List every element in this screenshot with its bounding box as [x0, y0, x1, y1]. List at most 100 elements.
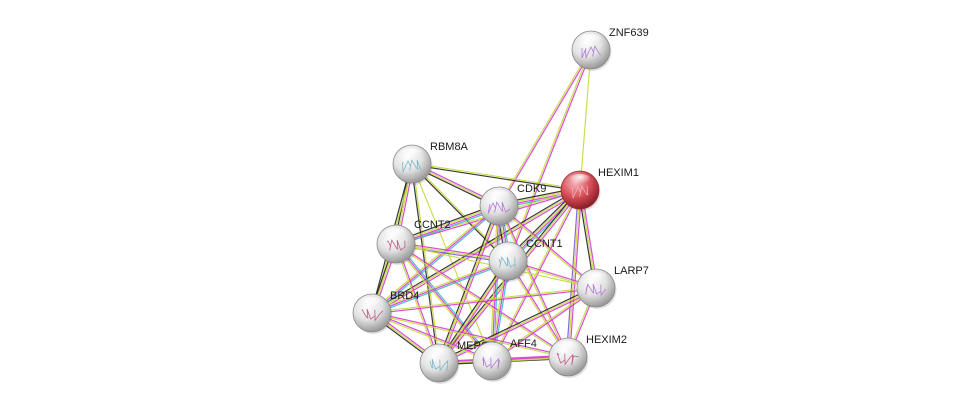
- protein-structure-icon: [556, 352, 579, 366]
- edge-CDK9-MEPCE[interactable]: [436, 205, 502, 364]
- node-highlight: [568, 174, 592, 188]
- edge-BRD4-AFF4[interactable]: [371, 311, 493, 363]
- edge-line-coexpression: [411, 164, 508, 262]
- edge-line-experiments: [499, 204, 597, 288]
- edge-line-textmining: [497, 206, 568, 358]
- node-znf639[interactable]: ZNF639: [571, 27, 649, 71]
- node-highlight: [487, 190, 511, 204]
- edge-ZNF639-HEXIM1[interactable]: [579, 49, 592, 191]
- node-ccnt1[interactable]: CCNT1: [488, 238, 563, 282]
- edge-LARP7-AFF4[interactable]: [491, 286, 597, 363]
- node-highlight: [579, 34, 603, 48]
- edge-line-textmining: [371, 286, 596, 313]
- edge-line-textmining: [371, 258, 508, 313]
- edge-line-experiments: [499, 205, 570, 357]
- edge-line-textmining: [498, 206, 596, 290]
- node-label-aff4: AFF4: [510, 338, 537, 350]
- edge-line-databases: [396, 242, 494, 361]
- edge-line-experiments: [371, 205, 500, 314]
- edge-line-experiments: [439, 261, 510, 365]
- node-label-larp7: LARP7: [614, 265, 649, 277]
- edge-CDK9-HEXIM2[interactable]: [497, 205, 570, 358]
- edge-line-coexpression: [370, 188, 580, 313]
- edge-line-experiments: [372, 288, 597, 315]
- node-cdk9[interactable]: CDK9: [479, 183, 546, 227]
- edge-line-textmining: [371, 313, 568, 359]
- node-label-rbm8a: RBM8A: [430, 141, 469, 153]
- node-label-znf639: ZNF639: [609, 27, 649, 39]
- edge-CDK9-LARP7[interactable]: [498, 204, 597, 290]
- edge-LARP7-BRD4[interactable]: [371, 286, 597, 315]
- edge-line-textmining: [491, 286, 596, 361]
- edge-line-experiments: [492, 288, 597, 363]
- edge-line-experiments: [439, 206, 502, 364]
- edge-line-coexpression: [411, 164, 580, 192]
- edge-RBM8A-AFF4[interactable]: [411, 163, 493, 362]
- node-larp7[interactable]: LARP7: [576, 265, 649, 309]
- edge-line-textmining: [371, 189, 581, 314]
- edge-line-textmining: [438, 205, 500, 364]
- edge-line-textmining: [394, 244, 492, 363]
- edge-line-textmining: [489, 205, 499, 361]
- edge-HEXIM1-HEXIM2[interactable]: [565, 189, 583, 358]
- node-highlight: [384, 228, 408, 242]
- node-brd4[interactable]: BRD4: [352, 290, 419, 334]
- edge-line-experiments: [492, 190, 582, 362]
- node-highlight: [496, 245, 520, 259]
- node-highlight: [427, 347, 451, 361]
- edge-line-experiments: [371, 260, 509, 314]
- edge-line-coexpression: [436, 205, 499, 363]
- edge-line-textmining: [579, 49, 592, 191]
- edge-RBM8A-CCNT1[interactable]: [411, 163, 509, 262]
- edge-line-textmining: [567, 189, 581, 358]
- node-hexim2[interactable]: HEXIM2: [548, 334, 627, 378]
- edge-line-textmining: [438, 260, 509, 364]
- edge-line-experiments: [372, 311, 569, 357]
- edge-line-textmining: [412, 163, 509, 261]
- edge-CDK9-BRD4[interactable]: [370, 204, 501, 315]
- protein-structure-icon: [386, 239, 406, 251]
- protein-structure-icon: [570, 185, 589, 200]
- edge-line-databases: [372, 261, 509, 316]
- edge-RBM8A-HEXIM1[interactable]: [411, 162, 581, 192]
- edge-BRD4-HEXIM2[interactable]: [371, 311, 569, 359]
- edge-line-textmining: [412, 162, 581, 190]
- edge-line-homology: [565, 189, 580, 357]
- node-highlight: [556, 341, 580, 355]
- edge-line-experiments: [395, 243, 493, 362]
- edge-line-experiments: [396, 243, 441, 363]
- edge-line-experiments: [372, 311, 493, 361]
- node-label-hexim2: HEXIM2: [586, 334, 627, 346]
- edge-CCNT2-MEPCE[interactable]: [394, 243, 441, 364]
- edge-line-textmining: [497, 49, 591, 206]
- node-rbm8a[interactable]: RBM8A: [392, 141, 469, 185]
- node-highlight: [400, 148, 424, 162]
- edge-line-experiments: [372, 190, 582, 315]
- edge-line-databases: [372, 206, 501, 315]
- protein-structure-icon: [429, 358, 449, 372]
- edge-CCNT1-BRD4[interactable]: [371, 258, 509, 316]
- edge-CCNT2-AFF4[interactable]: [394, 242, 494, 363]
- edge-line-textmining: [370, 204, 499, 313]
- edge-line-textmining: [411, 163, 493, 362]
- node-highlight: [480, 345, 504, 359]
- node-label-cdk9: CDK9: [517, 183, 546, 195]
- node-label-ccnt2: CCNT2: [414, 219, 451, 231]
- edge-line-textmining: [371, 313, 492, 363]
- node-label-hexim1: HEXIM1: [598, 167, 639, 179]
- node-aff4[interactable]: AFF4: [472, 338, 537, 382]
- node-ccnt2[interactable]: CCNT2: [376, 219, 451, 265]
- node-label-ccnt1: CCNT1: [526, 238, 563, 250]
- node-label-brd4: BRD4: [390, 290, 419, 302]
- node-hexim1[interactable]: HEXIM1: [560, 167, 639, 211]
- edge-line-experiments: [568, 190, 583, 358]
- edge-line-textmining: [394, 244, 439, 364]
- protein-structure-icon: [498, 256, 516, 269]
- node-highlight: [584, 272, 608, 286]
- node-highlight: [360, 297, 384, 311]
- edge-HEXIM1-BRD4[interactable]: [370, 188, 582, 315]
- protein-structure-icon: [361, 308, 384, 322]
- protein-structure-icon: [402, 159, 422, 174]
